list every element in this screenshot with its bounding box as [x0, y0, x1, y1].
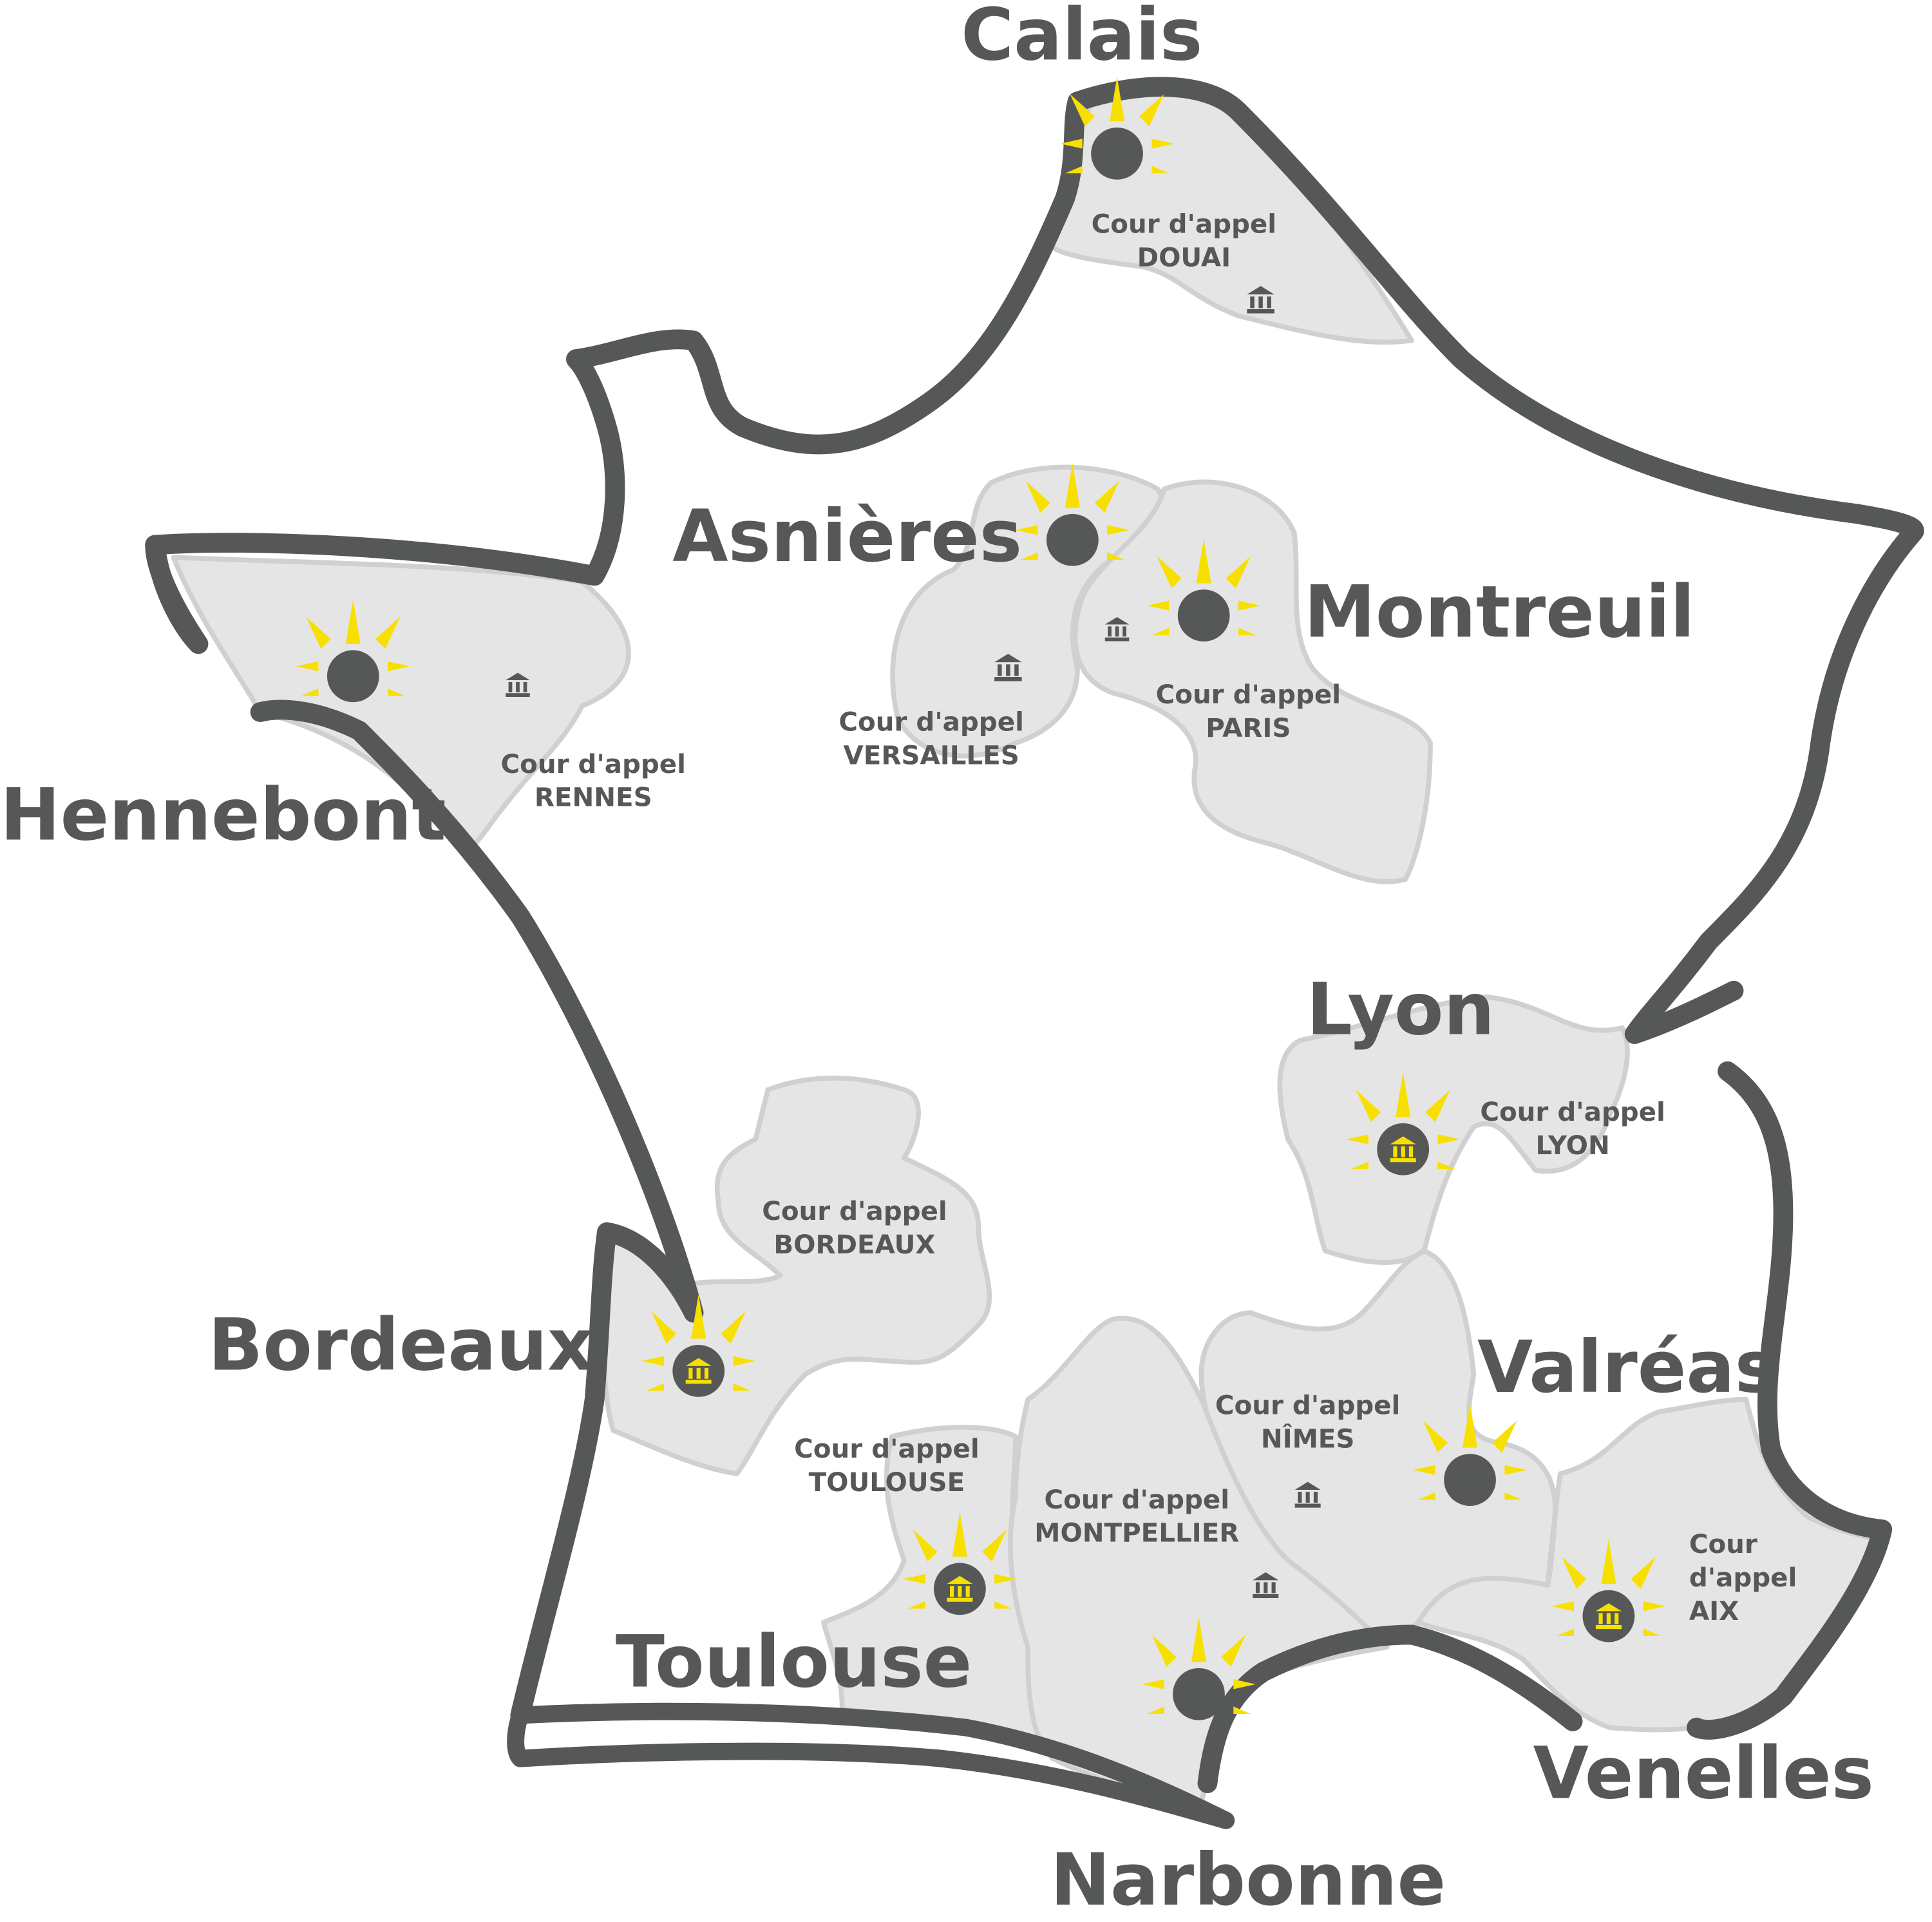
marker-valreas [1413, 1403, 1527, 1506]
marker-venelles [1551, 1539, 1666, 1642]
court-nimes-line1: Cour d'appel [1215, 1391, 1401, 1421]
court-aix-line2: AIX [1689, 1596, 1739, 1626]
court-bordeaux-line2: BORDEAUX [773, 1230, 935, 1260]
city-label-venelles: Venelles [1533, 1732, 1874, 1816]
court-lyon-line2: LYON [1535, 1130, 1609, 1161]
city-label-bordeaux: Bordeaux [208, 1303, 594, 1387]
city-label-hennebont: Hennebont [0, 774, 446, 857]
court-rennes-line2: RENNES [535, 783, 652, 813]
marker-toulouse [902, 1512, 1017, 1615]
court-douai-line1: Cour d'appel [1092, 209, 1277, 239]
court-regions [171, 87, 1885, 1805]
court-montpellier-line1: Cour d'appel [1045, 1485, 1230, 1515]
court-paris-line2: PARIS [1206, 713, 1291, 743]
city-labels: Calais Asnières Montreuil Hennebont Lyon… [0, 0, 1874, 1922]
region-lyon [1277, 994, 1630, 1265]
court-labels: Cour d'appel DOUAI Cour d'appel RENNES C… [501, 209, 1797, 1626]
city-label-narbonne: Narbonne [1050, 1838, 1446, 1922]
court-nimes-line2: NÎMES [1261, 1423, 1355, 1454]
city-label-montreuil: Montreuil [1304, 570, 1695, 654]
marker-hennebont [296, 599, 410, 703]
court-aix-line0: Cour [1689, 1529, 1757, 1559]
court-paris-line1: Cour d'appel [1156, 680, 1341, 710]
city-label-calais: Calais [961, 0, 1202, 77]
court-bordeaux-line1: Cour d'appel [762, 1196, 947, 1226]
court-toulouse-line1: Cour d'appel [794, 1434, 980, 1464]
court-rennes-line1: Cour d'appel [501, 749, 687, 779]
marker-narbonne [1142, 1617, 1256, 1720]
city-label-valreas: Valréas [1477, 1326, 1777, 1409]
court-lyon-line1: Cour d'appel [1480, 1097, 1665, 1127]
region-paris [1072, 479, 1433, 884]
court-versailles-line1: Cour d'appel [838, 707, 1024, 737]
court-douai-line2: DOUAI [1137, 242, 1231, 272]
court-versailles-line2: VERSAILLES [844, 740, 1019, 770]
city-label-toulouse: Toulouse [616, 1621, 972, 1704]
city-label-asnieres: Asnières [672, 495, 1022, 578]
marker-asnieres [1015, 463, 1130, 566]
court-montpellier-line2: MONTPELLIER [1034, 1518, 1239, 1548]
marker-calais [1060, 77, 1175, 180]
france-outline [145, 77, 1924, 1829]
marker-lyon [1346, 1072, 1461, 1175]
marker-montreuil [1146, 538, 1261, 642]
court-toulouse-line2: TOULOUSE [809, 1467, 965, 1498]
marker-bordeaux [641, 1294, 756, 1397]
court-aix-line1: d'appel [1689, 1563, 1797, 1593]
city-label-lyon: Lyon [1307, 967, 1495, 1051]
